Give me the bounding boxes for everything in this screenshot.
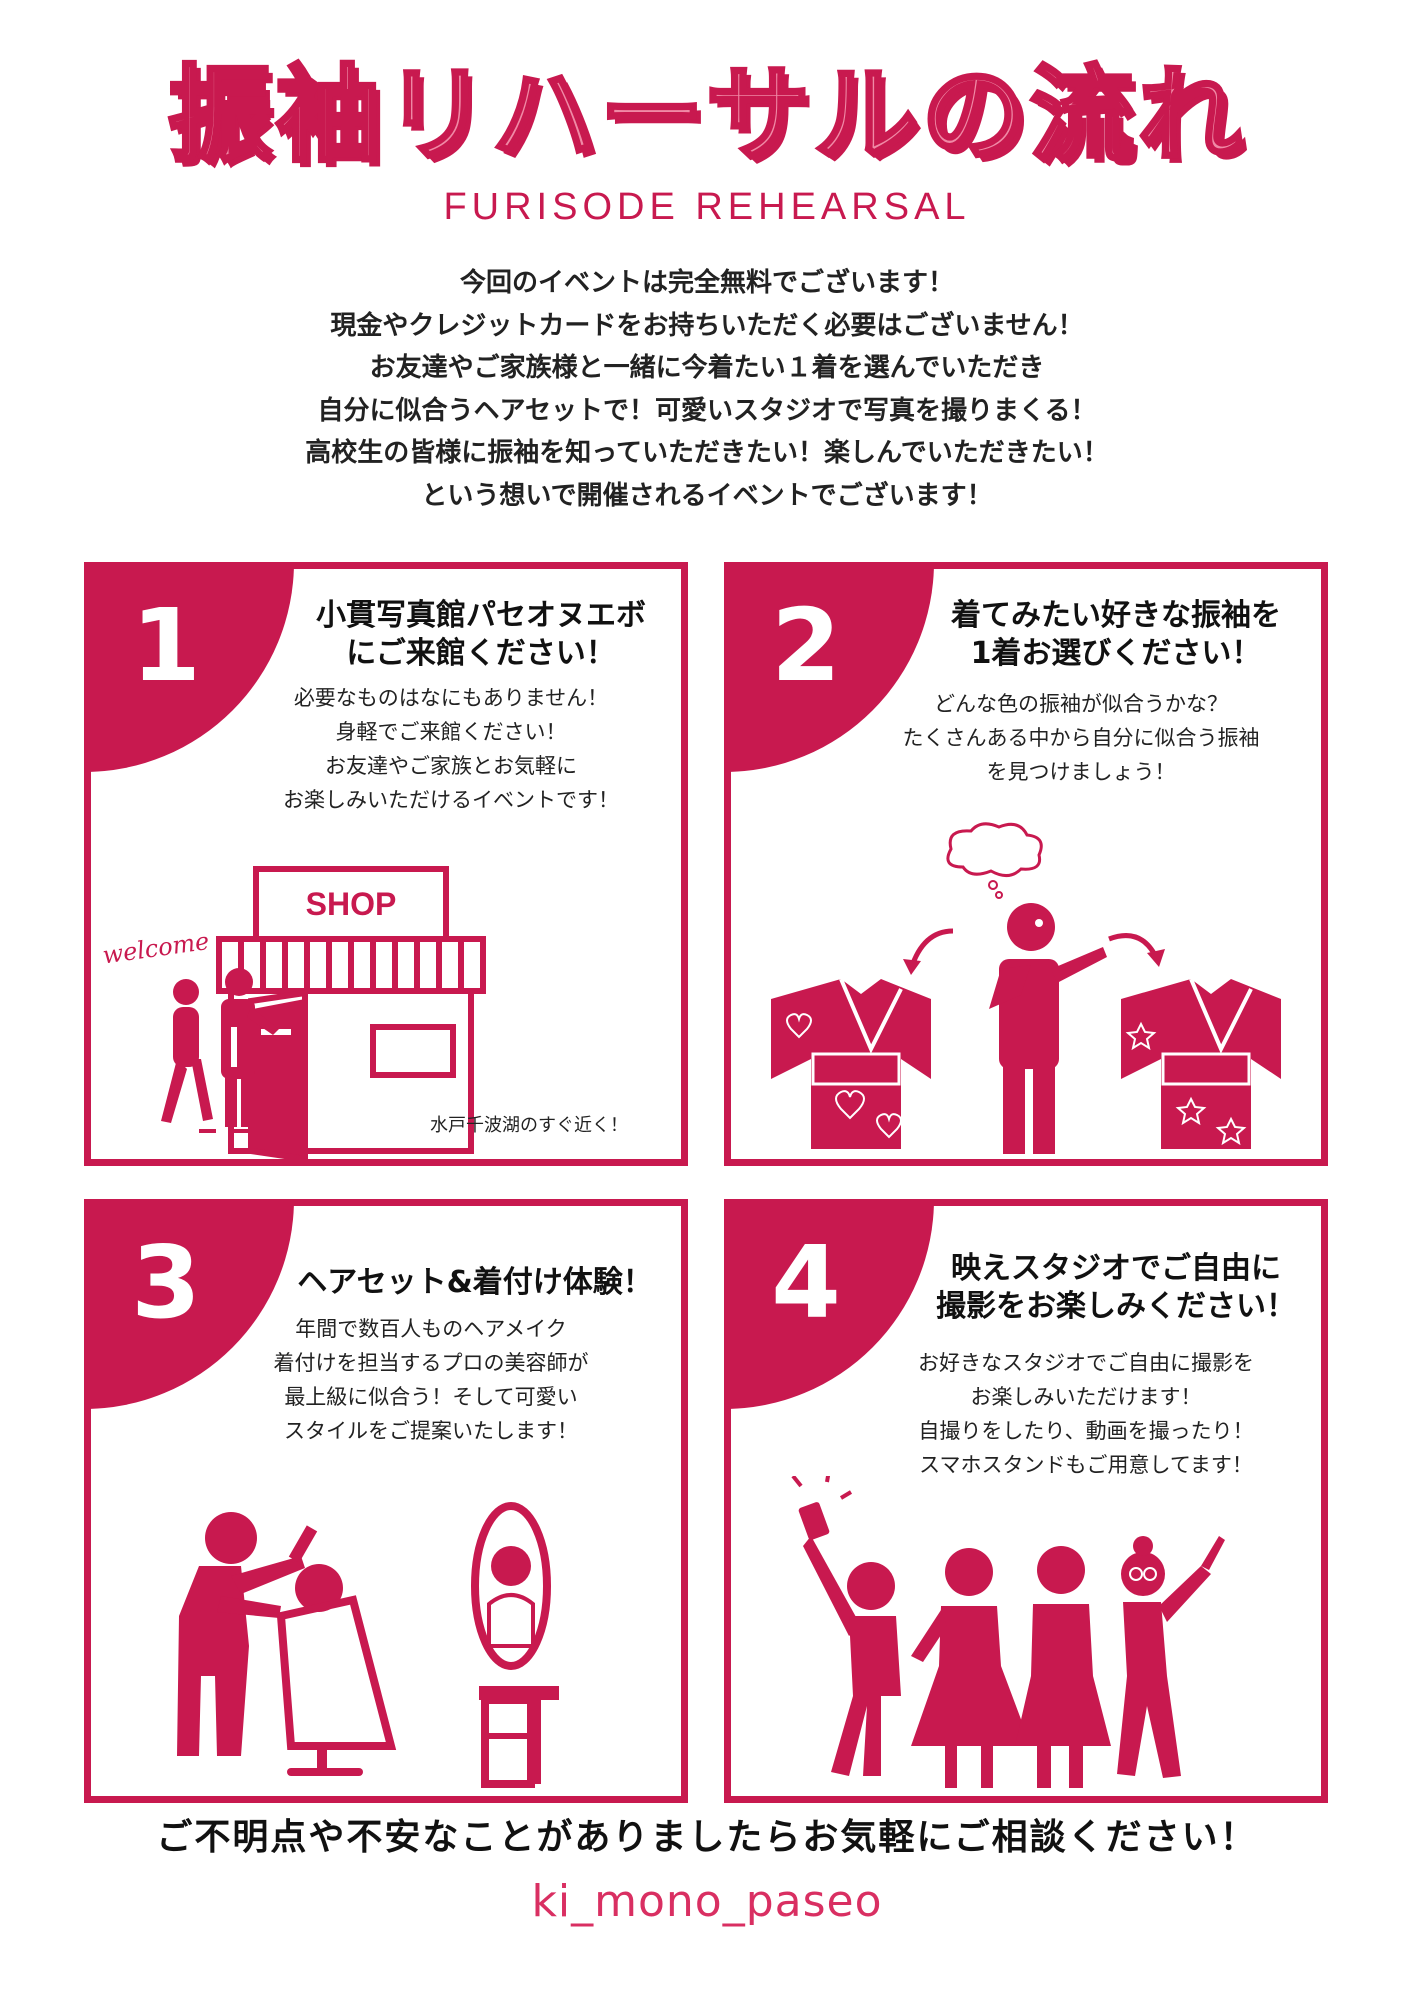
shop-illustration: SHOP welcome [101,866,486,1159]
footer-message: ご不明点や不安なことがありましたらお気軽にご相談ください！ [156,1817,1258,1858]
step-description: どんな色の振袖が似合うかな？ たくさんある中から自分に似合う振袖 を見つけましょ… [841,687,1321,789]
step-description: お好きなスタジオでご自由に撮影を お楽しみいただけます！ 自撮りをしたり、動画を… [851,1346,1321,1482]
step-heading-line: 1着お選びください！ [970,636,1262,671]
step-text-line: スタイルをご提案いたします！ [284,1419,578,1443]
step-text-line: お友達やご家族とお気軽に [325,754,577,778]
step-description: 年間で数百人ものヘアメイク 着付けを担当するプロの美容師が 最上級に似合う！そし… [211,1312,651,1448]
page-title: 振袖リハーサルの流れ [166,54,1246,176]
intro-line: 今回のイベントは完全無料でございます！ [459,268,954,298]
step-heading: 映えスタジオでご自由に 撮影をお楽しみください！ [911,1250,1321,1326]
account-handle: ki_mono_paseo [531,1876,883,1927]
step-heading: 着てみたい好きな振袖を 1着お選びください！ [911,597,1321,673]
intro-text: 今回のイベントは完全無料でございます！ 現金やクレジットカードをお持ちいただく必… [140,262,1274,518]
location-note: 水戸千波湖のすぐ近く！ [430,1115,628,1136]
step-heading-line: ヘアセット&着付け体験！ [297,1265,653,1300]
shop-sign-text: SHOP [306,886,397,922]
step-heading-line: 映えスタジオでご自由に [951,1251,1281,1286]
step-heading-line: にご来館ください！ [346,636,616,671]
step-heading-line: 小貫写真館パセオヌエボ [316,598,646,633]
intro-line: 高校生の皆様に振袖を知っていただきたい！楽しんでいただきたい！ [305,438,1109,469]
step-number: 4 [771,1224,841,1341]
step-text-line: お楽しみいただけるイベントです！ [283,788,619,812]
page-subtitle: FURISODE REHEARSAL [443,186,971,228]
step-4-panel: 4 映えスタジオでご自由に 撮影をお楽しみください！ お好きなスタジオでご自由に… [724,1199,1328,1803]
step-heading: 小貫写真館パセオヌエボ にご来館ください！ [281,597,681,673]
step-text-line: 着付けを担当するプロの美容師が [273,1351,589,1375]
step-text-line: 最上級に似合う！そして可愛い [284,1385,578,1409]
intro-line: という想いで開催されるイベントでございます！ [421,480,993,511]
step-text-line: たくさんある中から自分に似合う振袖 [902,726,1260,750]
step-text-line: を見つけましょう！ [986,760,1176,784]
step-2-panel: 2 着てみたい好きな振袖を 1着お選びください！ どんな色の振袖が似合うかな？ … [724,562,1328,1166]
step-text-line: どんな色の振袖が似合うかな？ [934,692,1228,716]
step-description: 必要なものはなにもありません！ 身軽でご来館ください！ お友達やご家族とお気軽に… [241,681,661,817]
intro-line: 自分に似合うヘアセットで！可愛いスタジオで写真を撮りまくる！ [317,395,1097,426]
step-text-line: スマホスタンドもご用意してます！ [919,1453,1253,1477]
step-1-panel: 1 小貫写真館パセオヌエボ にご来館ください！ 必要なものはなにもありません！ … [84,562,688,1166]
hair-salon-illustration [177,1502,559,1788]
intro-line: 現金やクレジットカードをお持ちいただく必要はございません！ [330,310,1084,341]
step-text-line: お楽しみいただけます！ [970,1385,1202,1409]
step-heading-line: 撮影をお楽しみください！ [936,1289,1296,1324]
step-text-line: お好きなスタジオでご自由に撮影を [918,1351,1254,1375]
step-text-line: 必要なものはなにもありません！ [293,686,609,710]
step-number: 2 [771,587,841,704]
step-heading-line: 着てみたい好きな振袖を [951,598,1281,633]
step-number: 1 [131,587,201,704]
step-3-panel: 3 ヘアセット&着付け体験！ 年間で数百人ものヘアメイク 着付けを担当するプロの… [84,1199,688,1803]
step-text-line: 年間で数百人ものヘアメイク [295,1317,567,1341]
step-text-line: 身軽でご来館ください！ [335,720,567,744]
intro-line: お友達やご家族様と一緒に今着たい１着を選んでいただき [369,353,1045,384]
step-text-line: 自撮りをしたり、動画を撮ったり！ [918,1419,1254,1443]
step-number: 3 [131,1224,201,1341]
welcome-text: welcome [101,927,211,970]
selfie-group-illustration [791,1476,1225,1788]
kimono-choice-illustration [771,822,1281,1154]
step-heading: ヘアセット&着付け体験！ [269,1264,681,1302]
